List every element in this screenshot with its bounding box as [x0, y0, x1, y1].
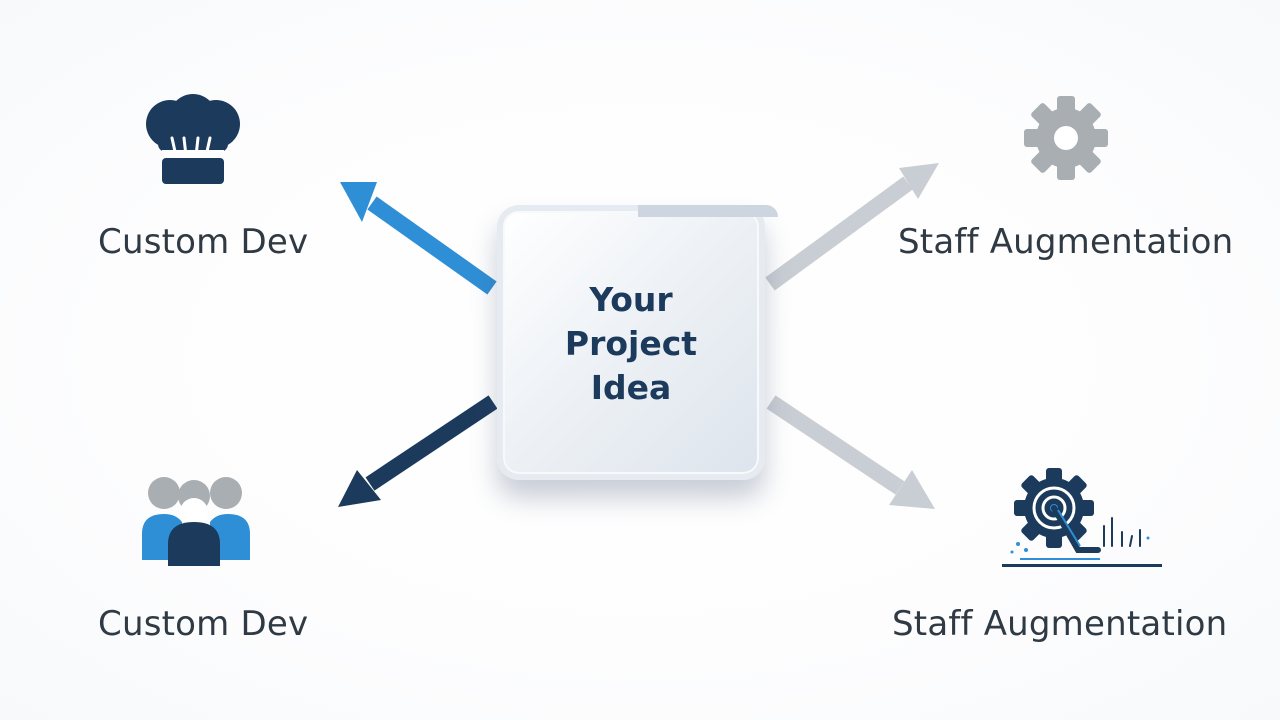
label-top-right: Staff Augmentation: [898, 222, 1234, 262]
team-people-icon: [140, 476, 252, 568]
gear-target-icon: [1000, 466, 1164, 574]
center-title-line-1: Your: [589, 279, 673, 319]
arrow-top-right: [765, 163, 939, 291]
label-bottom-left: Custom Dev: [98, 604, 309, 644]
center-title-line-3: Idea: [590, 367, 672, 407]
arrow-bottom-left: [338, 395, 498, 507]
arrow-top-left: [340, 182, 497, 295]
card-edge-highlight: [638, 205, 778, 217]
center-title-line-2: Project: [564, 323, 698, 363]
label-bottom-right: Staff Augmentation: [892, 604, 1228, 644]
project-idea-card: Your Project Idea: [497, 205, 778, 480]
project-idea-title: Your Project Idea: [556, 278, 706, 410]
chef-hat-icon: [140, 94, 246, 186]
arrow-bottom-right: [766, 395, 935, 509]
label-top-left: Custom Dev: [98, 222, 309, 262]
gear-icon: [1022, 94, 1110, 182]
